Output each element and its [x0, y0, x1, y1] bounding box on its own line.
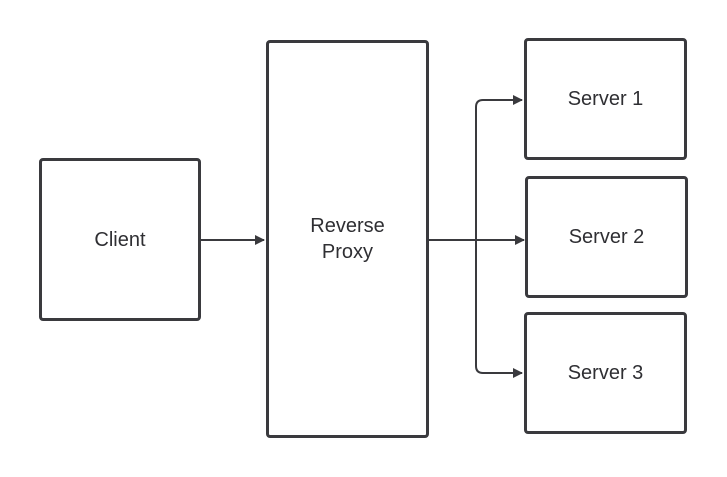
client-box: Client: [39, 158, 201, 321]
server-3-label: Server 3: [567, 362, 644, 384]
server-1-label: Server 1: [567, 88, 644, 110]
server-3-box: Server 3: [524, 312, 687, 434]
server-2-box: Server 2: [525, 176, 688, 298]
reverse-proxy-box: Reverse Proxy: [266, 40, 429, 438]
reverse-proxy-label: Reverse Proxy: [310, 215, 385, 263]
client-label: Client: [94, 228, 146, 251]
server-2-label: Server 2: [568, 226, 645, 248]
server-1-box: Server 1: [524, 38, 687, 160]
edge-branch-bus: [475, 99, 484, 374]
